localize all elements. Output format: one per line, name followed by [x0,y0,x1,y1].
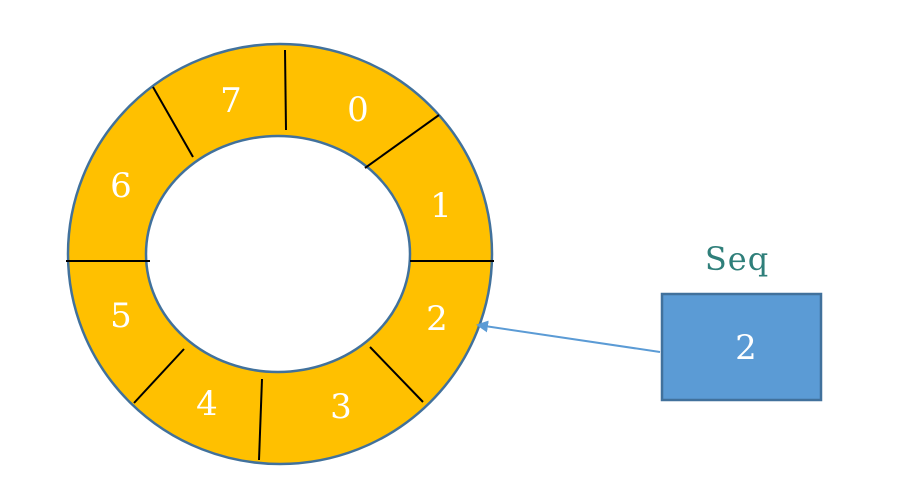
slot-label-1: 1 [430,186,452,226]
divider-6-7 [152,86,194,158]
seq-value: 2 [735,328,757,368]
slot-label-5: 5 [110,296,132,336]
seq-pointer-arrow [476,320,661,353]
divider-4-5 [133,348,185,404]
seq-box [660,292,823,402]
slot-dividers [66,49,494,461]
slot-label-6: 6 [110,166,132,206]
divider-2-3 [369,346,424,403]
slot-label-3: 3 [330,387,352,427]
slot-label-2: 2 [426,299,448,339]
slot-labels: 0 1 2 3 4 5 6 7 [110,81,452,427]
divider-3-4 [258,378,263,461]
divider-0-1 [364,114,440,169]
ring-band [66,42,494,466]
slot-label-0: 0 [347,90,369,130]
seq-title: Seq [705,240,769,278]
slot-label-4: 4 [196,384,218,424]
divider-7-0 [284,49,287,131]
slot-label-7: 7 [220,81,242,121]
